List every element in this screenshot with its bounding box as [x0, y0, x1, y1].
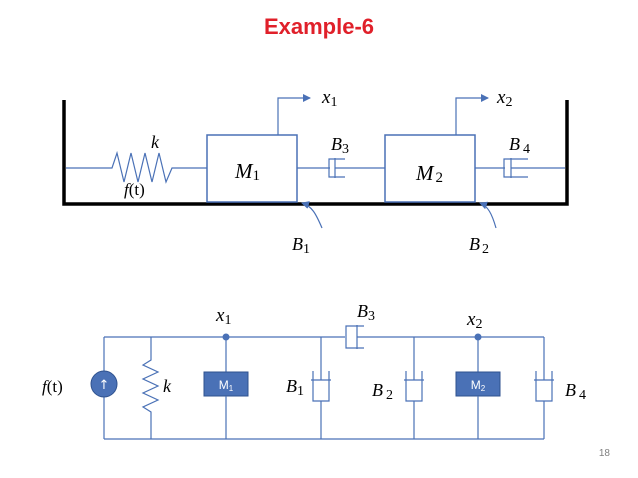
x2-label: x2 — [496, 87, 512, 110]
mass-m1 — [206, 134, 298, 203]
x2-node-label: x2 — [466, 309, 482, 332]
node-x1 — [222, 333, 230, 341]
damper-b4-element — [534, 337, 554, 439]
mass-m2 — [384, 134, 476, 203]
damper-b3-element — [345, 325, 382, 349]
k-element-label: k — [163, 376, 172, 396]
electrical-analog: ↑ M1 — [42, 301, 586, 440]
damper-b3 — [297, 158, 385, 178]
current-source: ↑ — [90, 337, 118, 439]
mass-m2-element-label: M2 — [471, 378, 486, 393]
b1-element-label: B1 — [286, 376, 304, 399]
damper-b2-element — [404, 337, 424, 439]
spring-k-element — [141, 337, 160, 439]
b1-pointer — [301, 201, 323, 229]
page-number: 18 — [598, 448, 610, 459]
slide-title: Example-6 — [263, 14, 375, 39]
x1-label: x1 — [321, 87, 337, 110]
mass-m2-element — [455, 371, 501, 397]
x1-node-label: x1 — [215, 305, 231, 328]
x2-arrow — [455, 94, 489, 135]
spring-label: k — [151, 132, 160, 152]
node-x2 — [474, 333, 482, 341]
mass-m1-element — [203, 371, 249, 397]
b3-element-label: B3 — [357, 301, 375, 324]
container-walls — [62, 100, 569, 206]
mass-m1-element-label: M1 — [219, 378, 234, 393]
b1-label: B1 — [292, 234, 310, 257]
damper-b1-element — [311, 337, 331, 439]
b3-label: B3 — [331, 134, 349, 157]
mass-m1-label: M1 — [234, 159, 260, 184]
damper-b4 — [475, 158, 565, 178]
source-arrow-icon: ↑ — [99, 378, 110, 393]
spring-k — [66, 150, 207, 184]
x1-arrow — [277, 94, 311, 135]
force-label: f(t) — [124, 180, 145, 199]
source-label: f(t) — [42, 377, 63, 396]
b2-pointer — [479, 201, 497, 229]
